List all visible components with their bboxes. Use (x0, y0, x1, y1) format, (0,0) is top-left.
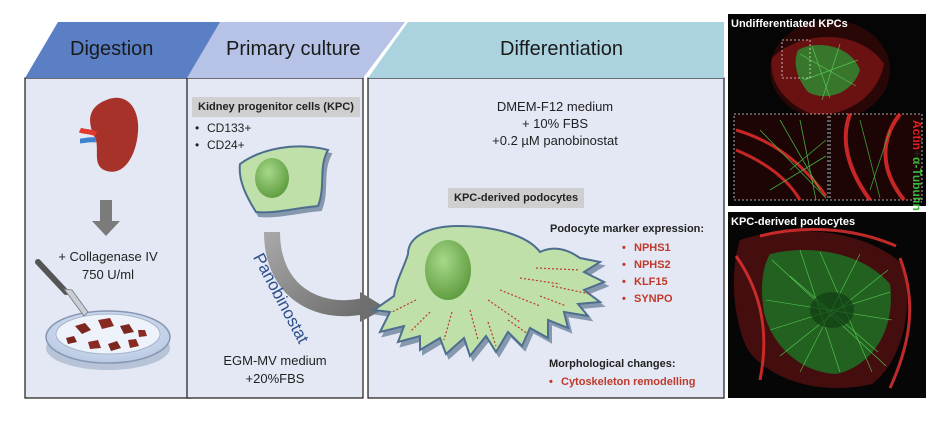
differentiation-title: Differentiation (500, 38, 624, 60)
micrograph-undifferentiated (728, 14, 926, 206)
enzyme-concentration: 750 U/ml (81, 267, 135, 282)
micrograph-podocytes (728, 212, 926, 398)
actin-stain-label: Actin (910, 120, 924, 150)
stain-label: Actin+α-Tubulin (908, 120, 928, 290)
podocyte-nucleus (425, 240, 471, 300)
podocyte-marker: NPHS2 (622, 257, 673, 274)
kpc-marker: CD133+ (195, 120, 251, 137)
podocyte-cell (371, 224, 607, 359)
kpc-marker: CD24+ (195, 137, 251, 154)
digestion-reagent: + Collagenase IV 750 U/ml (48, 248, 168, 284)
morph-heading: Morphological changes: (549, 358, 676, 370)
panobinostat-arrow (264, 231, 386, 322)
tubulin-stain-label: α-Tubulin (910, 157, 924, 211)
podocyte-marker: SYNPO (622, 291, 673, 308)
kpc-marker-list: CD133+ CD24+ (195, 120, 251, 154)
differentiation-medium: DMEM-F12 medium + 10% FBS +0.2 µM panobi… (440, 98, 670, 149)
egm-supplement-label: +20%FBS (245, 371, 305, 386)
actin-fibers (391, 267, 591, 347)
panobinostat-dose-label: +0.2 µM panobinostat (492, 133, 618, 148)
primary-medium: EGM-MV medium +20%FBS (200, 352, 350, 388)
primary-culture-header (187, 22, 405, 78)
kidney-icon (78, 97, 139, 172)
petri-dish-icon (45, 310, 171, 370)
morph-list: Cytoskeleton remodelling (549, 374, 695, 391)
kpc-cell (238, 145, 330, 214)
kpc-nucleus (255, 158, 289, 198)
podocyte-label: KPC-derived podocytes (448, 188, 585, 208)
down-arrow-icon (92, 200, 120, 236)
podocyte-marker: KLF15 (622, 274, 673, 291)
digestion-header (25, 22, 225, 78)
micrograph-bottom-label: KPC-derived podocytes (731, 216, 856, 228)
stain-plus: + (910, 150, 924, 158)
micrograph-top-label: Undifferentiated KPCs (731, 18, 848, 30)
enzyme-label: + Collagenase IV (58, 249, 158, 264)
dmem-medium-label: DMEM-F12 medium (496, 99, 614, 114)
egm-medium-label: EGM-MV medium (223, 353, 327, 368)
primary-culture-title: Primary culture (226, 38, 361, 60)
kpc-label: Kidney progenitor cells (KPC) (192, 97, 360, 117)
podocyte-marker-list: NPHS1 NPHS2 KLF15 SYNPO (622, 240, 673, 308)
fbs-supplement-label: + 10% FBS (521, 116, 589, 131)
marker-heading: Podocyte marker expression: (550, 223, 705, 235)
podocyte-marker: NPHS1 (622, 240, 673, 257)
differentiation-header (368, 22, 724, 78)
digestion-title: Digestion (70, 38, 154, 60)
morph-item: Cytoskeleton remodelling (549, 374, 695, 391)
scalpel-icon (35, 259, 89, 317)
